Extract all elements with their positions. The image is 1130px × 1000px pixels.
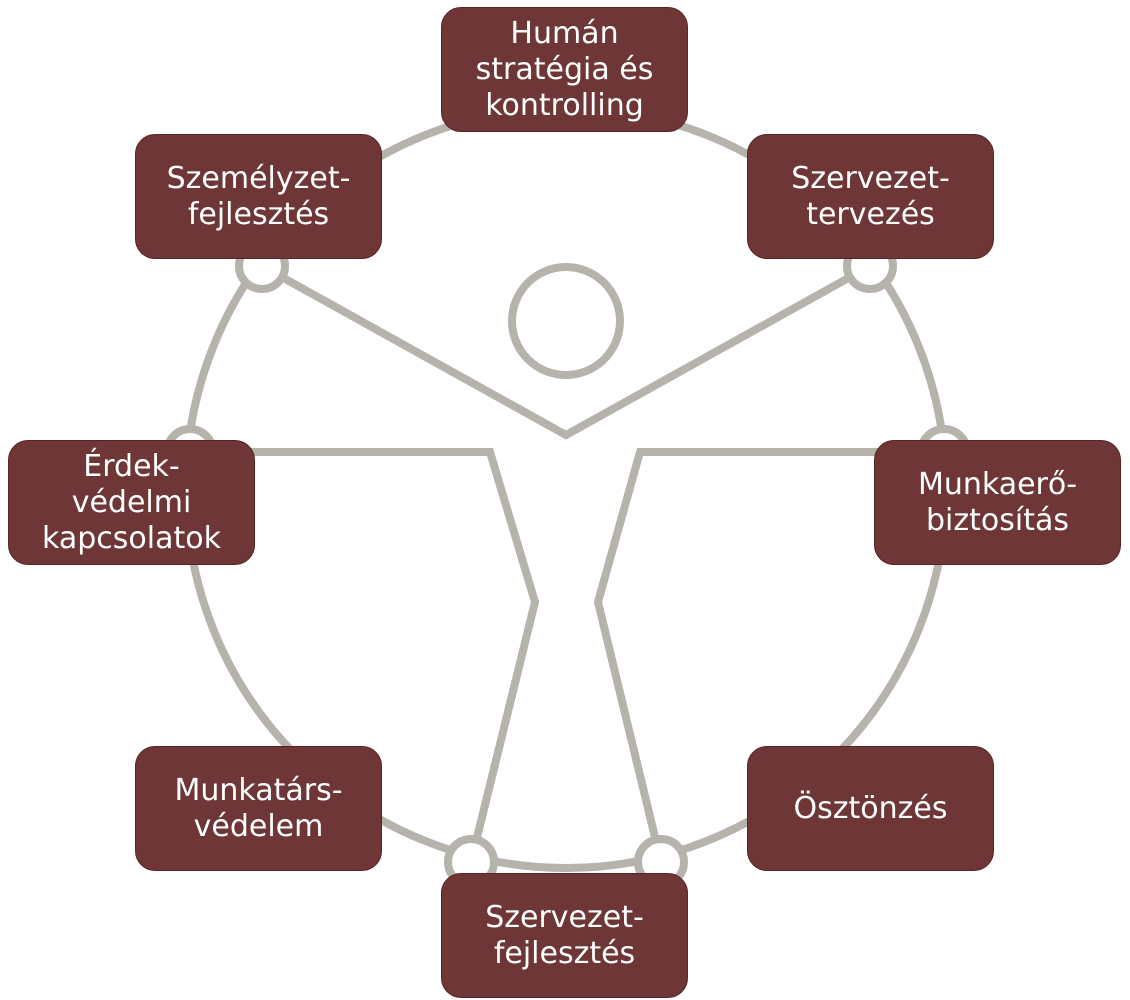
node-org-development: Szervezet- fejlesztés bbox=[441, 873, 688, 998]
node-workforce: Munkaerő- biztosítás bbox=[874, 440, 1121, 565]
node-staff-development: Személyzet- fejlesztés bbox=[135, 134, 382, 259]
figure-head bbox=[508, 263, 624, 379]
node-incentives: Ösztönzés bbox=[747, 746, 994, 871]
node-interest-relations: Érdek- védelmi kapcsolatok bbox=[8, 440, 255, 565]
node-employee-protection: Munkatárs- védelem bbox=[135, 746, 382, 871]
node-org-planning: Szervezet- tervezés bbox=[747, 134, 994, 259]
figure-right-leg bbox=[593, 448, 944, 863]
figure-left-leg bbox=[192, 448, 540, 863]
figure-arms bbox=[260, 262, 872, 440]
node-human-strategy: Humán stratégia és kontrolling bbox=[441, 7, 688, 132]
